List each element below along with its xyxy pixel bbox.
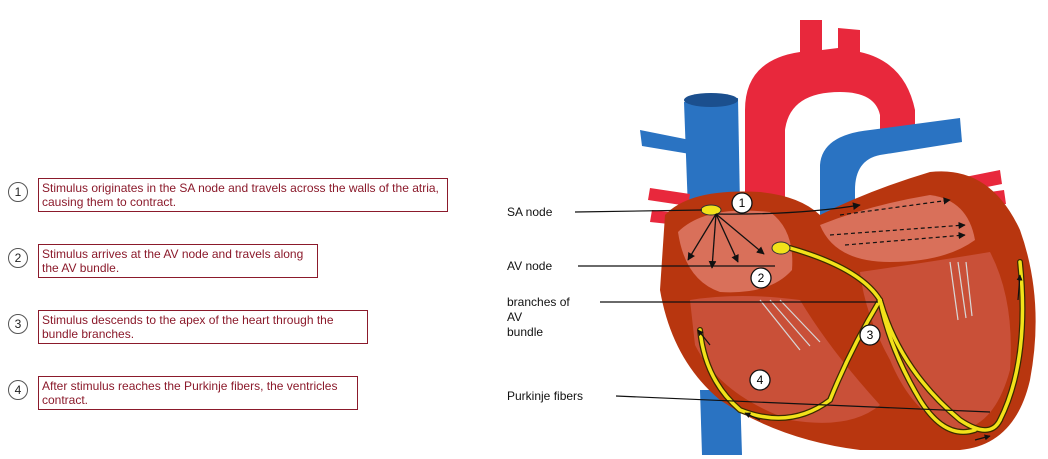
av-node	[772, 242, 790, 254]
label-av-node: AV node	[507, 259, 552, 273]
label-purkinje-fibers: Purkinje fibers	[507, 389, 583, 403]
marker-4: 4	[757, 373, 764, 387]
label-branches-line1: branches of	[507, 295, 570, 309]
marker-3: 3	[867, 328, 874, 342]
label-sa-node: SA node	[507, 205, 552, 219]
label-branches-line2: AV	[507, 310, 522, 324]
marker-1: 1	[739, 196, 746, 210]
label-branches-line3: bundle	[507, 325, 543, 339]
marker-2: 2	[758, 271, 765, 285]
